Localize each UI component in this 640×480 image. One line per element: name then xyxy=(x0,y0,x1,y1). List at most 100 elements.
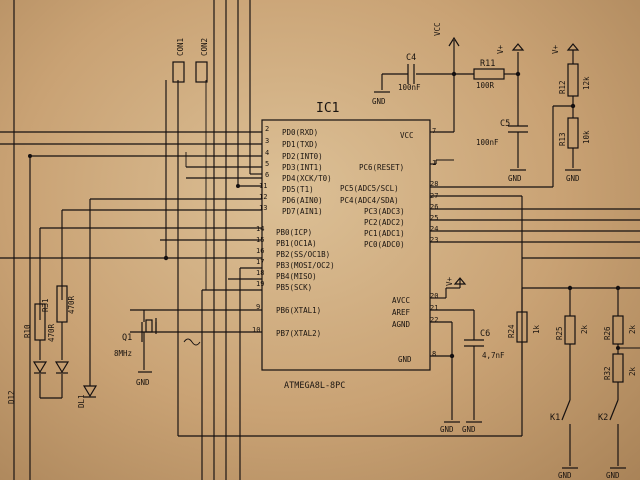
c4-ref: C4 xyxy=(406,53,416,63)
r10-ref: R10 xyxy=(23,324,32,338)
pin-label-vcc: VCC xyxy=(400,131,414,140)
reset-divider: V+ GND R12 12k R13 10k xyxy=(430,43,591,188)
pin-label-pc5: PC5(ADC5/SCL) xyxy=(340,184,399,193)
q1-ref: Q1 xyxy=(122,333,132,343)
pin-label-pb4: PB4(MISO) xyxy=(276,272,317,281)
k1-gnd: GND xyxy=(558,471,572,480)
pin-label-pb1: PB1(OC1A) xyxy=(276,239,317,248)
pin-label-pd4: PD4(XCK/T0) xyxy=(282,174,332,183)
pin-num-5: 5 xyxy=(265,160,269,168)
v-plus-3: V+ xyxy=(445,276,454,286)
pin-label-pb3: PB3(MOSI/OC2) xyxy=(276,261,335,270)
switch-k2: K2 GND xyxy=(598,399,626,480)
r25-value: 2k xyxy=(580,324,589,334)
keypad-resistors: R24 1k R25 2k R26 2k R32 2k xyxy=(507,287,640,400)
pin-num-19: 19 xyxy=(256,280,264,288)
pin-num-10: 10 xyxy=(252,326,260,334)
pin-num-2: 2 xyxy=(265,125,269,133)
pin-label-avcc: AVCC xyxy=(392,296,410,305)
pin-num-14: 14 xyxy=(256,225,264,233)
pin-num-25: 25 xyxy=(430,214,438,222)
k1-ref: K1 xyxy=(550,413,560,423)
pin-label-pb6: PB6(XTAL1) xyxy=(276,306,321,315)
pin-label-pd0: PD0(RXD) xyxy=(282,128,318,137)
connector-con1: CON1 xyxy=(172,38,185,83)
r11-ref: R11 xyxy=(480,59,495,69)
r31-value: 470R xyxy=(67,295,76,314)
pin-label-pc4: PC4(ADC4/SDA) xyxy=(340,196,399,205)
pin-label-pb5: PB5(SCK) xyxy=(276,283,312,292)
pin-num-18: 18 xyxy=(256,269,264,277)
pin-num-11: 11 xyxy=(259,182,267,190)
pin-num-12: 12 xyxy=(259,193,267,201)
pin-num-9: 9 xyxy=(256,303,260,311)
vcc-label: VCC xyxy=(433,22,442,36)
pin-num-8: 8 xyxy=(432,350,436,358)
c6-gnd: GND xyxy=(462,425,476,434)
crystal-q1: Q1 8MHz GND xyxy=(114,309,262,387)
pin-label-aref: AREF xyxy=(392,308,411,317)
pin-label-pc1: PC1(ADC1) xyxy=(364,229,405,238)
right-bus-wires xyxy=(430,195,640,436)
c6-ref: C6 xyxy=(480,329,490,339)
r26-ref: R26 xyxy=(603,326,612,340)
r31-ref: R31 xyxy=(41,298,50,312)
r32-value: 2k xyxy=(628,366,637,376)
ic1-left-pin-labels: PD0(RXD) PD1(TXD) PD2(INT0) PD3(INT1) PD… xyxy=(276,128,335,338)
pin-num-24: 24 xyxy=(430,225,438,233)
pin-label-pc6: PC6(RESET) xyxy=(359,163,404,172)
r10-value: 470R xyxy=(47,323,56,342)
led-section: R10 470R R31 470R D12 DL1 xyxy=(7,285,98,408)
r12-ref: R12 xyxy=(558,80,567,94)
pin-label-agnd: AGND xyxy=(392,320,411,329)
pin-num-6: 6 xyxy=(265,171,269,179)
pin-label-pd7: PD7(AIN1) xyxy=(282,207,323,216)
connector-con2: CON2 xyxy=(195,38,209,83)
pin-num-16: 16 xyxy=(256,247,264,255)
pin-num-3: 3 xyxy=(265,137,269,145)
pin-num-23: 23 xyxy=(430,236,438,244)
c4-value: 100nF xyxy=(398,83,421,92)
r26-value: 2k xyxy=(628,324,637,334)
r32-ref: R32 xyxy=(603,366,612,380)
r24-ref: R24 xyxy=(507,324,516,338)
k2-gnd: GND xyxy=(606,471,620,480)
r13-value: 10k xyxy=(582,130,591,144)
pin-label-pd3: PD3(INT1) xyxy=(282,163,323,172)
con2-label: CON2 xyxy=(200,38,209,56)
pin-label-pc3: PC3(ADC3) xyxy=(364,207,405,216)
pin-num-17: 17 xyxy=(256,258,264,266)
r11-value: 100R xyxy=(476,81,495,90)
pin-label-pd5: PD5(T1) xyxy=(282,185,314,194)
c4-gnd: GND xyxy=(372,97,386,106)
v-plus-1: V+ xyxy=(496,44,505,54)
c5-gnd: GND xyxy=(508,174,522,183)
pin-label-pd1: PD1(TXD) xyxy=(282,140,318,149)
c6-value: 4,7nF xyxy=(482,351,505,360)
pin-num-7: 7 xyxy=(432,127,436,135)
r25-ref: R25 xyxy=(555,326,564,340)
pin-label-pd2: PD2(INT0) xyxy=(282,152,323,161)
d12-ref: D12 xyxy=(7,390,16,404)
pin-label-pb0: PB0(ICP) xyxy=(276,228,312,237)
pin-label-pd6: PD6(AIN0) xyxy=(282,196,323,205)
ic1-ref: IC1 xyxy=(316,101,339,116)
c5-value: 100nF xyxy=(476,138,499,147)
pin-num-1: 1 xyxy=(432,159,436,167)
pin-num-28: 28 xyxy=(430,180,438,188)
agnd-gnd: GND xyxy=(440,425,454,434)
pin-num-21: 21 xyxy=(430,304,438,312)
pin-label-pc2: PC2(ADC2) xyxy=(364,218,405,227)
r12-value: 12k xyxy=(582,76,591,90)
pin-label-pb7: PB7(XTAL2) xyxy=(276,329,321,338)
r24-value: 1k xyxy=(532,324,541,334)
pin-label-pc0: PC0(ADC0) xyxy=(364,240,405,249)
ic1-part-number: ATMEGA8L-8PC xyxy=(284,381,345,391)
q1-gnd-label: GND xyxy=(136,378,150,387)
pin-label-gnd: GND xyxy=(398,355,412,364)
pin-num-13: 13 xyxy=(259,204,267,212)
pin-num-26: 26 xyxy=(430,203,438,211)
ic1-body xyxy=(261,119,431,371)
pin-label-pb2: PB2(SS/OC1B) xyxy=(276,250,330,259)
